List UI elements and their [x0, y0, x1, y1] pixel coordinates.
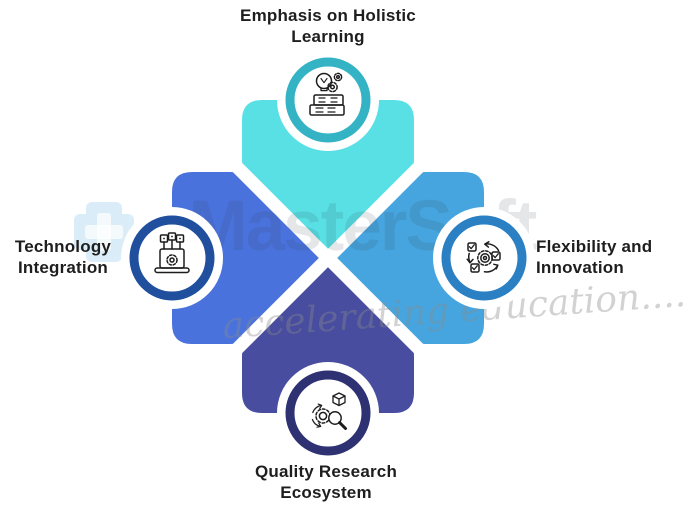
node-label-bottom: Quality Research Ecosystem: [254, 462, 398, 502]
node-label-right: Flexibility and Innovation: [536, 237, 653, 277]
arrow-left: [172, 172, 327, 344]
laptop-gear-iot-icon: [154, 232, 190, 274]
bulb-gears-books-icon: [309, 72, 345, 116]
badge-ring-bottom: [285, 370, 371, 456]
gear-magnifier-box-icon: [311, 392, 347, 430]
node-label-left: Technology Integration: [14, 237, 112, 277]
badge-ring-top: [285, 57, 371, 143]
watermark-logo-plus-icon: [74, 202, 134, 262]
node-label-top: Emphasis on Holistic Learning: [240, 6, 416, 46]
cycle-checklist-icon: [466, 241, 501, 273]
arrow-right: [329, 172, 484, 344]
divider-diagonal-2: [160, 90, 496, 426]
arrow-bottom: [242, 259, 414, 413]
arrow-top: [242, 100, 414, 257]
